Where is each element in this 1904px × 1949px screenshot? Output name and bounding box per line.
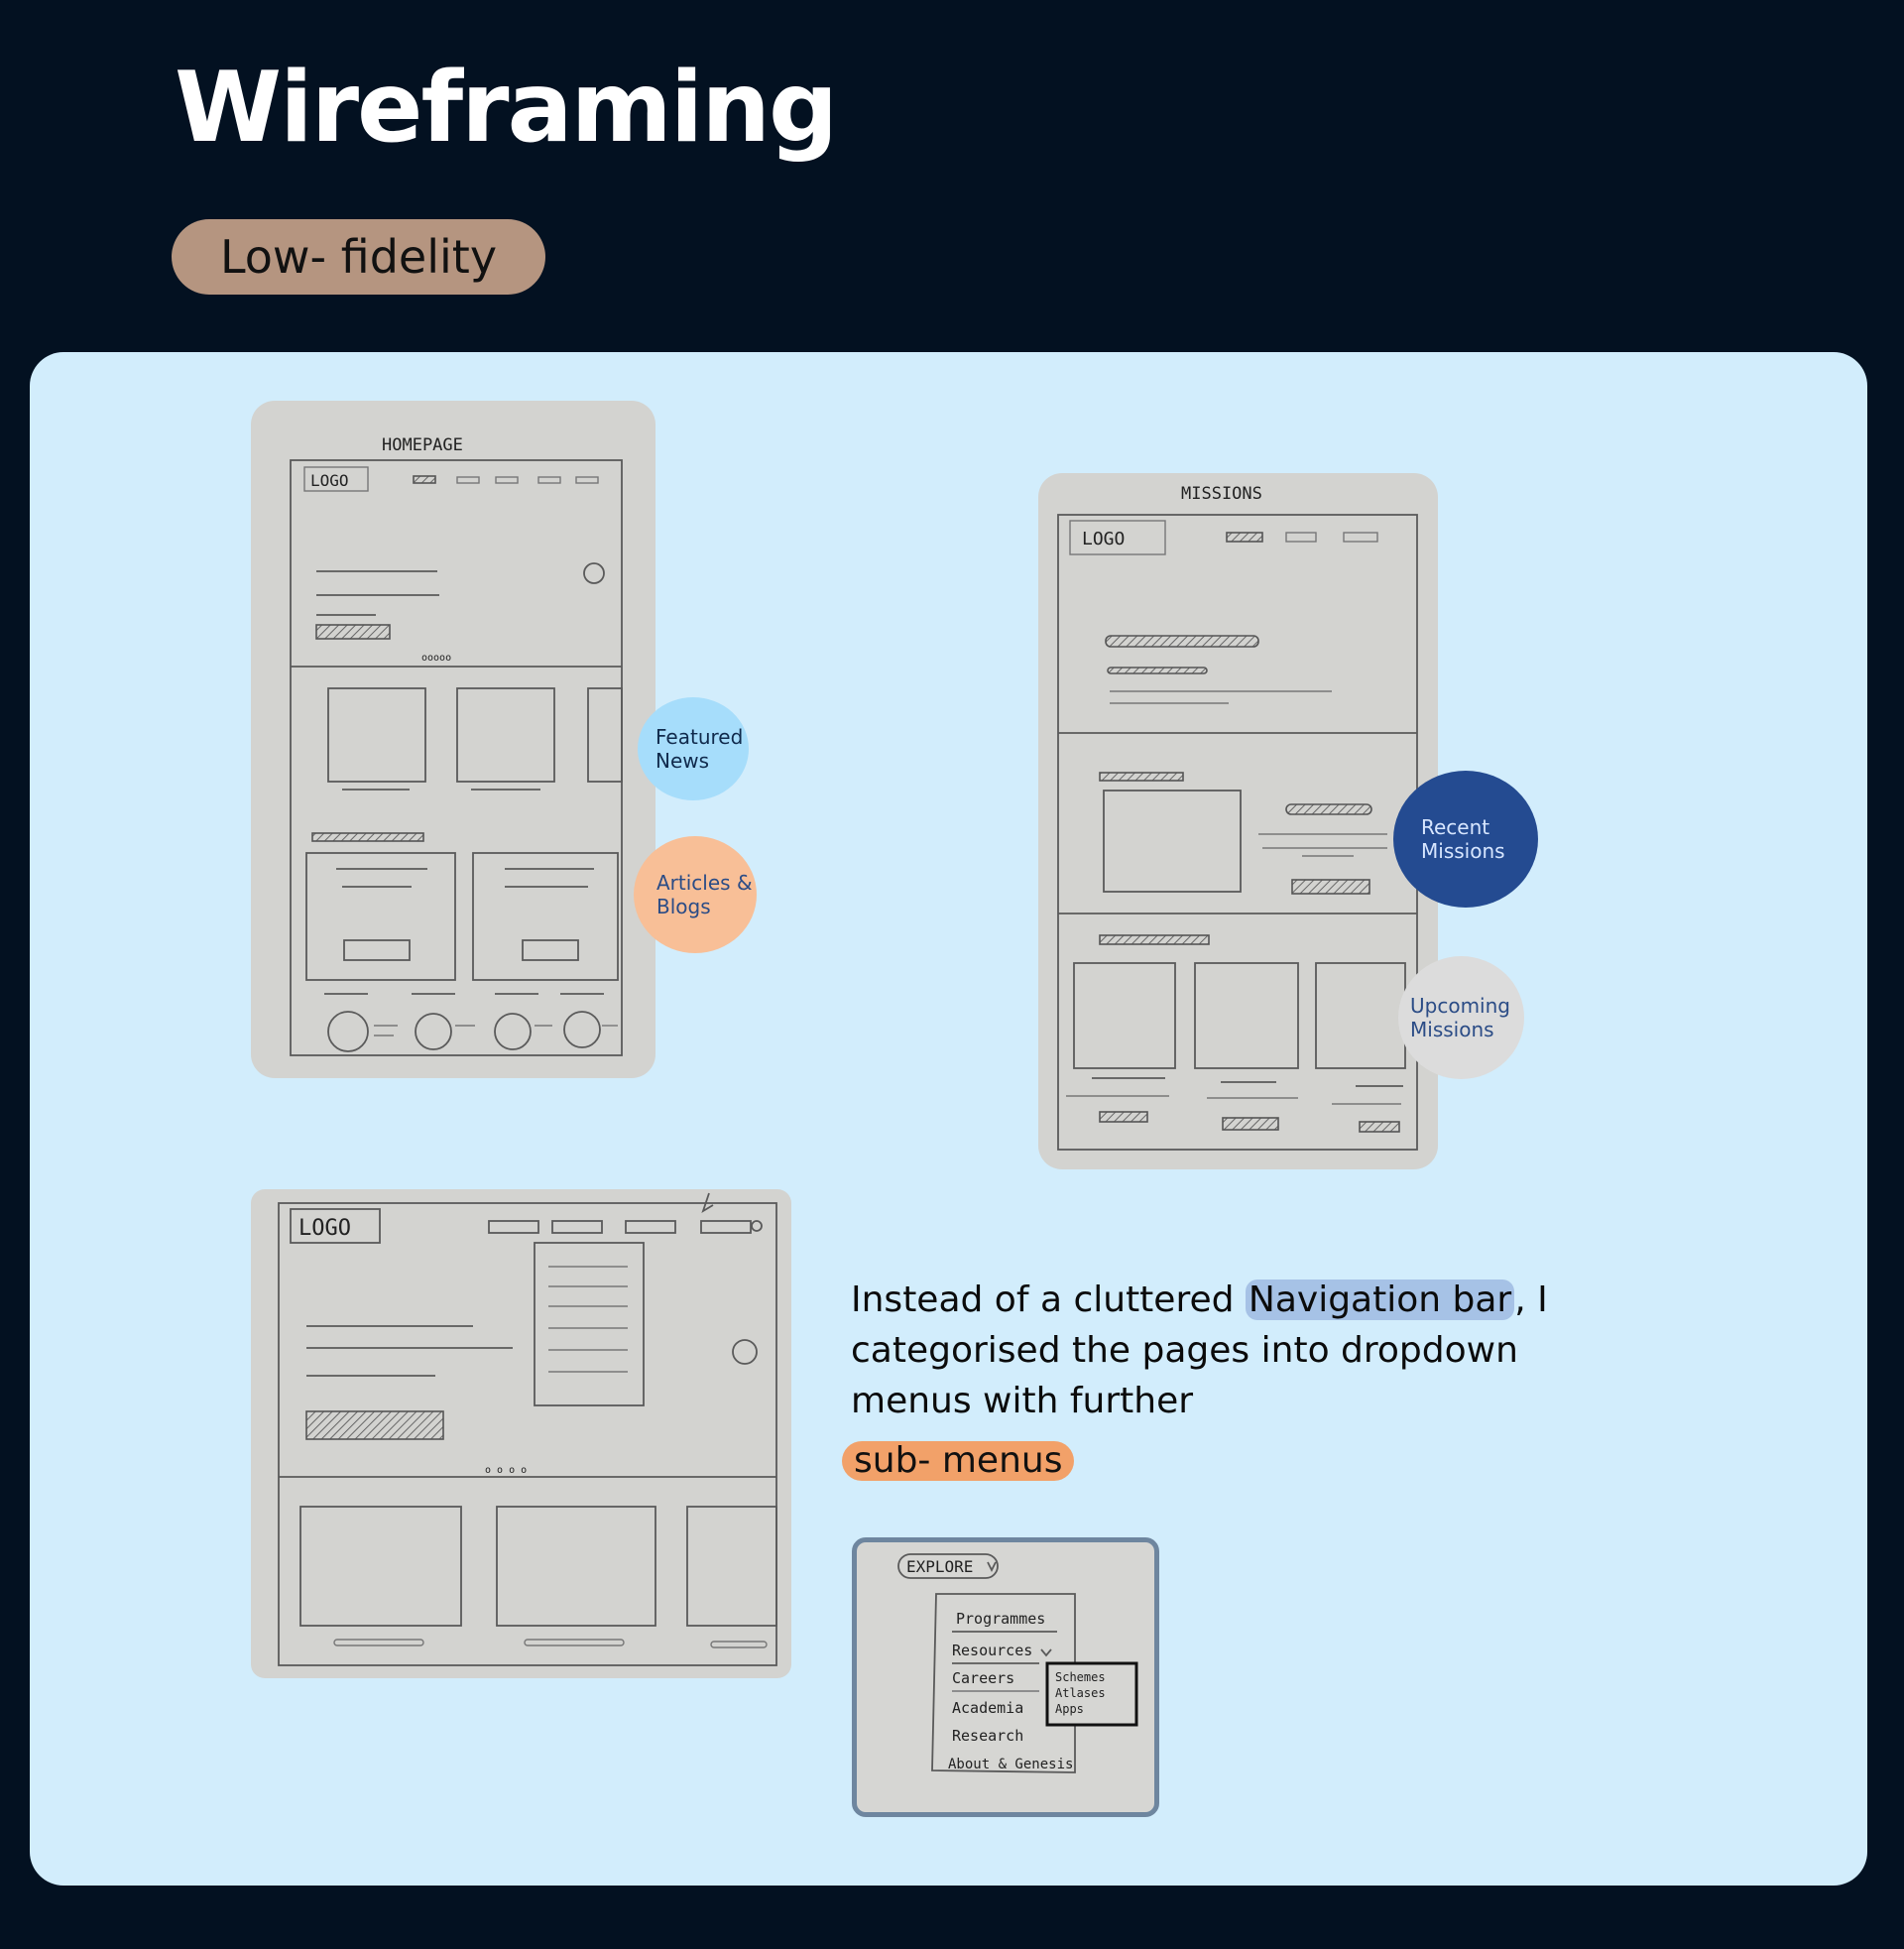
menu-item-programmes: Programmes <box>956 1610 1045 1628</box>
explore-button-label: EXPLORE <box>906 1557 973 1576</box>
menu-item-academia: Academia <box>952 1699 1023 1717</box>
navigation-bar-highlight: Navigation bar <box>1245 1279 1515 1320</box>
submenu-item-atlases: Atlases <box>1055 1686 1106 1700</box>
upcoming-missions-note: Upcoming Missions <box>1398 956 1524 1079</box>
navigation-logo: LOGO <box>298 1216 351 1241</box>
missions-logo: LOGO <box>1082 529 1125 549</box>
homepage-logo: LOGO <box>310 471 349 490</box>
homepage-sketch-drawing: HOMEPAGE LOGO ooooo <box>290 435 623 1056</box>
menu-item-resources: Resources <box>952 1642 1032 1659</box>
articles-blogs-note: Articles & Blogs <box>634 836 757 953</box>
missions-caption: MISSIONS <box>1181 484 1262 504</box>
menu-item-about-genesis: About & Genesis <box>948 1757 1073 1772</box>
navigation-sketch-drawing: LOGO o o o o <box>278 1192 777 1666</box>
missions-wireframe-sketch: MISSIONS LOGO <box>1038 473 1438 1169</box>
menu-item-careers: Careers <box>952 1669 1014 1687</box>
svg-text:ooooo: ooooo <box>421 653 451 664</box>
navigation-wireframe-sketch: LOGO o o o o <box>251 1189 791 1678</box>
homepage-wireframe-sketch: HOMEPAGE LOGO ooooo <box>251 401 655 1078</box>
explore-sketch-drawing: EXPLORE Programmes Resources Careers Aca… <box>897 1553 1138 1773</box>
sub-menus-highlight: sub- menus <box>842 1441 1075 1481</box>
page-title: Wireframing <box>175 52 838 165</box>
explore-dropdown-sketch: EXPLORE Programmes Resources Careers Aca… <box>852 1537 1159 1817</box>
submenu-item-apps: Apps <box>1055 1702 1084 1716</box>
svg-text:o o o o: o o o o <box>485 1465 527 1476</box>
homepage-caption: HOMEPAGE <box>382 435 463 455</box>
submenu-item-schemes: Schemes <box>1055 1670 1106 1684</box>
dropdown-description: Instead of a cluttered Navigation bar, I… <box>851 1279 1548 1421</box>
missions-sketch-drawing: MISSIONS LOGO <box>1057 484 1418 1151</box>
featured-news-note: Featured News <box>638 697 749 800</box>
menu-item-research: Research <box>952 1727 1023 1745</box>
recent-missions-note: Recent Missions <box>1393 771 1538 908</box>
fidelity-badge: Low- fidelity <box>172 219 545 295</box>
